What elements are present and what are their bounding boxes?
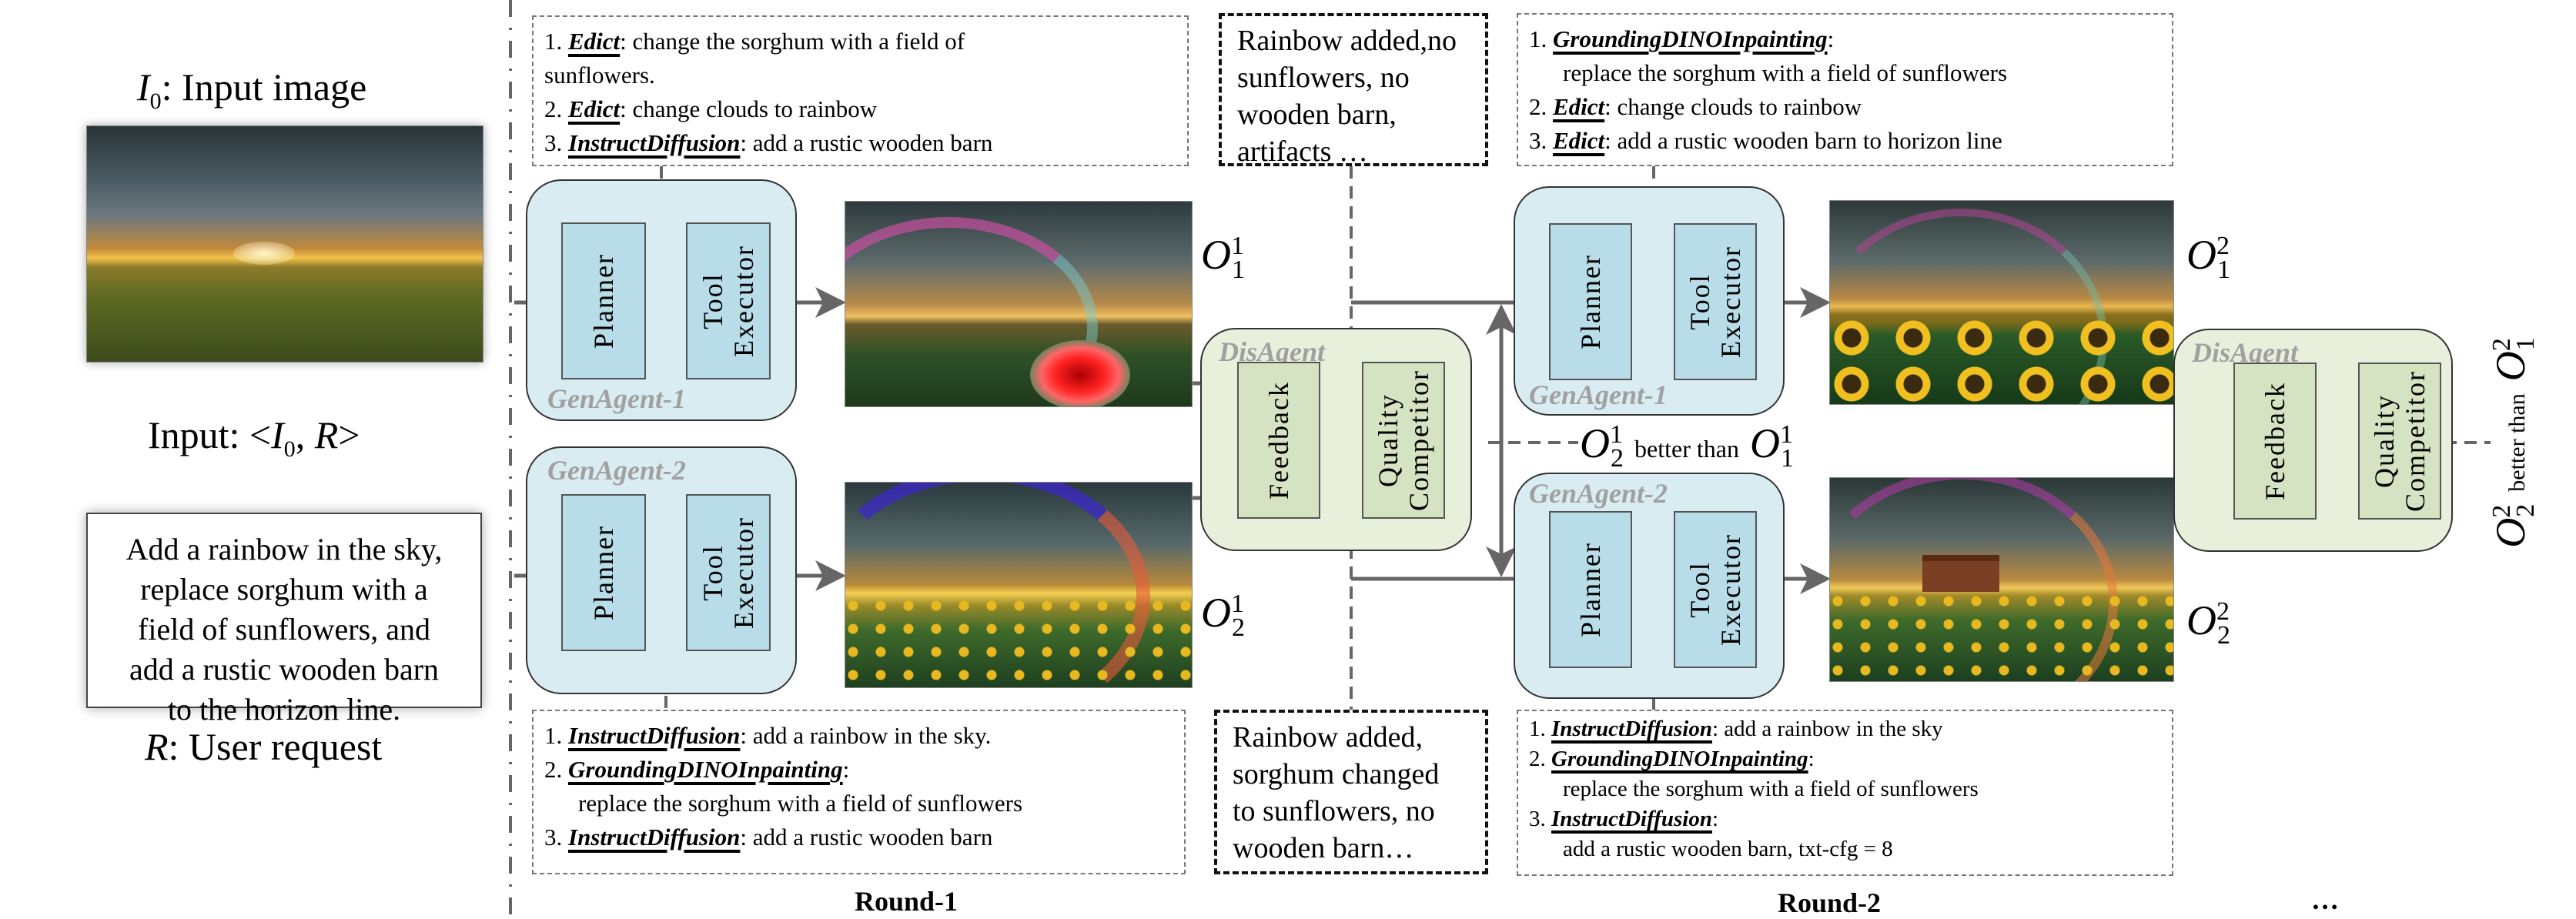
continuation-ellipsis: … — [2311, 884, 2339, 915]
round-1-label: Round-1 — [854, 886, 958, 917]
verdict-r1: O12 better than O11 — [1580, 420, 1794, 473]
input-pair-label: Input: <I0, R> — [148, 413, 360, 462]
genagent-title: GenAgent-1 — [547, 383, 686, 414]
genagent-title: GenAgent-2 — [1529, 478, 1668, 509]
input-image-caption: I0: Input image — [137, 65, 367, 114]
plan-step: replace the sorghum with a field of sunf… — [1563, 777, 1979, 801]
plan-box-r2-genagent1: 1. GroundingDINOInpainting: replace the … — [1517, 13, 2173, 166]
request-line: field of sunflowers, and — [138, 612, 430, 647]
plan-step: 3. InstructDiffusion: add a rustic woode… — [544, 824, 993, 850]
plan-step: 2. Edict: change clouds to rainbow — [544, 95, 878, 122]
plan-box-r2-genagent2: 1. InstructDiffusion: add a rainbow in t… — [1517, 710, 2173, 876]
plan-step: 3. InstructDiffusion: — [1529, 807, 1719, 831]
planner-module: Planner — [561, 222, 646, 379]
output-image-r1-genagent1 — [845, 201, 1193, 407]
plan-step: replace the sorghum with a field of sunf… — [1563, 59, 2008, 86]
plan-box-r1-genagent1: 1. Edict: change the sorghum with a fiel… — [532, 15, 1189, 166]
wooden-barn — [1922, 555, 1999, 592]
request-line: Add a rainbow in the sky, — [125, 532, 443, 566]
output-image-r2-genagent1 — [1829, 200, 2174, 405]
plan-step: 1. InstructDiffusion: add a rainbow in t… — [544, 722, 992, 749]
plan-step: 3. Edict: add a rustic wooden barn to ho… — [1529, 127, 2002, 154]
verdict-r2: O22 better than O21 — [2487, 337, 2540, 548]
sun-glow — [233, 242, 295, 265]
plan-step: 1. Edict: change the sorghum with a fiel… — [544, 28, 965, 55]
planner-module: Planner — [561, 494, 646, 651]
request-line: to the horizon line. — [167, 692, 401, 727]
feedback-module: Feedback — [2233, 363, 2317, 520]
output-image-r2-genagent2 — [1829, 477, 2174, 682]
sunflower-field — [845, 598, 1192, 687]
plan-box-r1-genagent2: 1. InstructDiffusion: add a rainbow in t… — [532, 710, 1186, 874]
plan-step: 3. InstructDiffusion: add a rustic woode… — [544, 129, 993, 156]
sunflower-field — [1830, 593, 2173, 681]
input-image-sorghum-field — [86, 125, 483, 363]
request-line: replace sorghum with a — [140, 572, 428, 607]
sunflower-field — [1830, 316, 2173, 404]
output-label-r2-o1: O21 — [2186, 232, 2230, 284]
red-flower-artifact — [1030, 340, 1130, 406]
output-label-r1-o1: O11 — [1201, 232, 1245, 284]
plan-step: 1. InstructDiffusion: add a rainbow in t… — [1529, 717, 1943, 741]
plan-step: 2. Edict: change clouds to rainbow — [1529, 93, 1862, 120]
plan-step: 2. GroundingDINOInpainting: — [1529, 747, 1815, 771]
output-label-r2-o2: O22 — [2186, 597, 2230, 650]
round-2-label: Round-2 — [1777, 887, 1882, 918]
plan-step: replace the sorghum with a field of sunf… — [578, 790, 1023, 817]
output-image-r1-genagent2 — [845, 482, 1193, 688]
genagent-title: GenAgent-1 — [1529, 379, 1668, 410]
feedback-box-r1-output1: Rainbow added,no sunflowers, no wooden b… — [1219, 13, 1488, 168]
user-request-caption: R: User request — [145, 725, 383, 768]
genagent-title: GenAgent-2 — [547, 455, 686, 486]
planner-module: Planner — [1549, 223, 1632, 380]
feedback-box-r1-output2: Rainbow added, sorghum changed to sunflo… — [1214, 710, 1488, 874]
feedback-module: Feedback — [1237, 362, 1320, 519]
plan-step: 2. GroundingDINOInpainting: — [544, 756, 850, 783]
request-line: add a rustic wooden barn — [129, 652, 440, 687]
plan-step: 1. GroundingDINOInpainting: — [1529, 25, 1835, 52]
user-request-box: Add a rainbow in the sky, replace sorghu… — [86, 513, 482, 727]
plan-step: add a rustic wooden barn, txt-cfg = 8 — [1563, 837, 1893, 861]
planner-module: Planner — [1549, 511, 1632, 668]
plan-step: sunflowers. — [544, 62, 655, 89]
output-label-r1-o2: O12 — [1201, 590, 1245, 642]
